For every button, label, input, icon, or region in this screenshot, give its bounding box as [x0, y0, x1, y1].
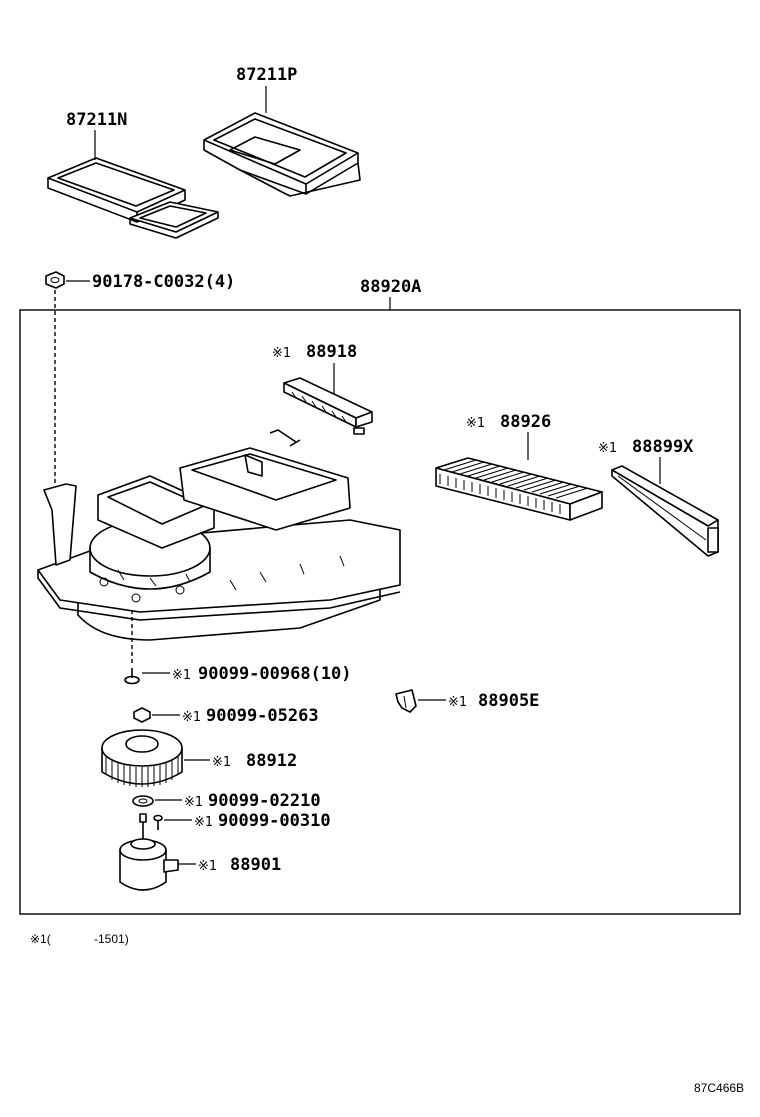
note-mark-88912: ※1 [212, 755, 231, 770]
label-88899x: 88899X [632, 437, 694, 457]
label-88912: 88912 [246, 751, 297, 771]
screw-90099-00310-drawing [153, 814, 163, 830]
assembly-box-88920a [19, 309, 741, 915]
diagram-code: 87C466B [694, 1081, 744, 1095]
note-mark-88899x: ※1 [598, 441, 617, 456]
footnote-mark: ※1( [30, 932, 51, 946]
motor-88901-drawing [119, 813, 179, 891]
cover-88899x-drawing [611, 465, 719, 557]
note-mark-88926: ※1 [466, 416, 485, 431]
label-90099-00310: 90099-00310 [218, 811, 331, 831]
label-88901: 88901 [230, 855, 281, 875]
filter-88926-drawing [435, 457, 603, 521]
note-mark-88918: ※1 [272, 346, 291, 361]
nut-90099-05263-drawing [133, 707, 151, 723]
screw-90099-00968-drawing [124, 668, 140, 685]
note-mark-90099-00310: ※1 [194, 815, 213, 830]
note-mark-88905e: ※1 [448, 695, 467, 710]
label-88918: 88918 [306, 342, 357, 362]
label-90099-00968: 90099-00968(10) [198, 664, 352, 684]
label-90178: 90178-C0032(4) [92, 272, 235, 292]
label-90099-05263: 90099-05263 [206, 706, 319, 726]
clip-88905e-drawing [395, 689, 417, 713]
blower-case-drawing [37, 429, 401, 641]
resistor-88918-drawing [283, 377, 373, 435]
duct-87211p-drawing [203, 112, 361, 197]
fan-88912-drawing [101, 729, 183, 787]
note-mark-90099-00968: ※1 [172, 668, 191, 683]
washer-90099-02210-drawing [132, 795, 154, 807]
label-87211n: 87211N [66, 110, 127, 130]
label-87211p: 87211P [236, 65, 297, 85]
gasket-87211n-drawing [47, 157, 219, 239]
nut-90178-drawing [45, 271, 65, 289]
label-88926: 88926 [500, 412, 551, 432]
footnote-range: -1501) [94, 932, 129, 946]
label-90099-02210: 90099-02210 [208, 791, 321, 811]
note-mark-90099-02210: ※1 [184, 795, 203, 810]
note-mark-88901: ※1 [198, 859, 217, 874]
label-88920a: 88920A [360, 277, 421, 297]
note-mark-90099-05263: ※1 [182, 710, 201, 725]
label-88905e: 88905E [478, 691, 539, 711]
